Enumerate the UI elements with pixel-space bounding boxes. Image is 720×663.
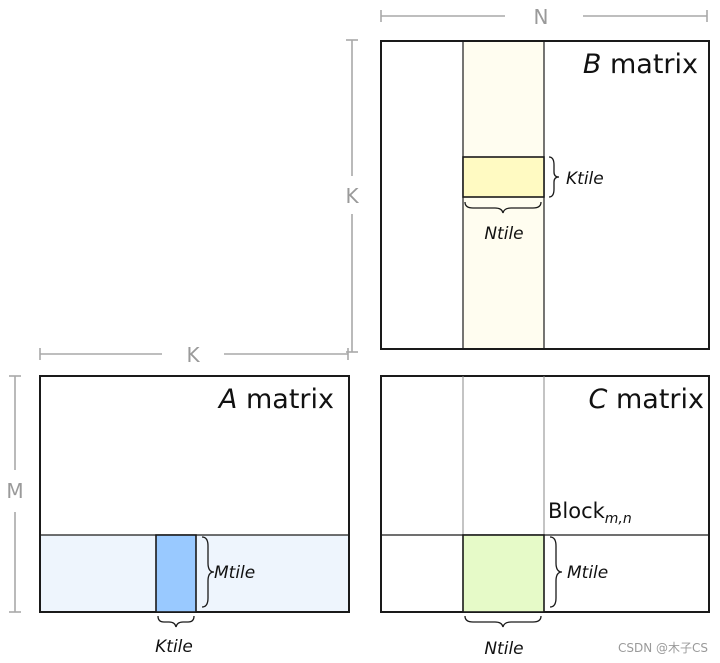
c-tile bbox=[462, 534, 545, 613]
c-block-label-word: Block bbox=[548, 499, 606, 523]
dimension-label-n: N bbox=[534, 5, 549, 29]
b-ntile-brace bbox=[464, 201, 542, 214]
a-mtile-brace bbox=[201, 536, 215, 608]
c-matrix-title-var: C bbox=[589, 384, 608, 415]
a-ktile-label: Ktile bbox=[155, 637, 193, 657]
b-matrix-border bbox=[380, 40, 710, 350]
dimension-label-k-right: K bbox=[345, 184, 359, 208]
c-matrix-title-word: matrix bbox=[607, 384, 704, 415]
dimension-label-m: M bbox=[6, 479, 23, 503]
c-matrix: C matrix Blockm,n Mtile Ntile bbox=[380, 375, 710, 659]
dimension-label-k-middle: K bbox=[186, 343, 200, 367]
b-matrix-title-var: B bbox=[583, 49, 602, 80]
a-matrix-title: A matrix bbox=[217, 384, 334, 415]
b-matrix-title: B matrix bbox=[583, 49, 698, 80]
a-mtile-label: Mtile bbox=[214, 563, 255, 583]
c-matrix-title: C matrix bbox=[589, 384, 704, 415]
c-ntile-brace bbox=[464, 615, 542, 628]
c-block-label: Blockm,n bbox=[548, 499, 632, 527]
a-ktile-brace bbox=[157, 615, 195, 628]
a-matrix-title-word: matrix bbox=[237, 384, 334, 415]
dimension-n-top: N bbox=[380, 5, 708, 29]
b-ktile-brace bbox=[548, 156, 560, 198]
a-tile bbox=[155, 534, 197, 613]
dimension-m-left: M bbox=[6, 375, 24, 613]
b-ntile-label: Ntile bbox=[484, 224, 523, 244]
watermark: CSDN @木子CS bbox=[618, 641, 708, 655]
b-ktile-label: Ktile bbox=[566, 169, 604, 189]
c-matrix-border bbox=[380, 375, 710, 613]
c-mtile-label: Mtile bbox=[567, 563, 608, 583]
b-tile bbox=[462, 156, 545, 198]
b-matrix: B matrix Ktile Ntile bbox=[380, 40, 710, 350]
c-mtile-brace bbox=[549, 536, 563, 608]
c-block-subscript: m,n bbox=[605, 511, 632, 527]
b-matrix-title-word: matrix bbox=[601, 49, 698, 80]
c-ntile-label: Ntile bbox=[484, 639, 523, 659]
dimension-k-middle: K bbox=[39, 343, 349, 367]
a-matrix: A matrix Mtile Ktile bbox=[39, 375, 350, 657]
dimension-k-right: K bbox=[345, 39, 359, 353]
a-matrix-title-var: A bbox=[217, 384, 237, 415]
